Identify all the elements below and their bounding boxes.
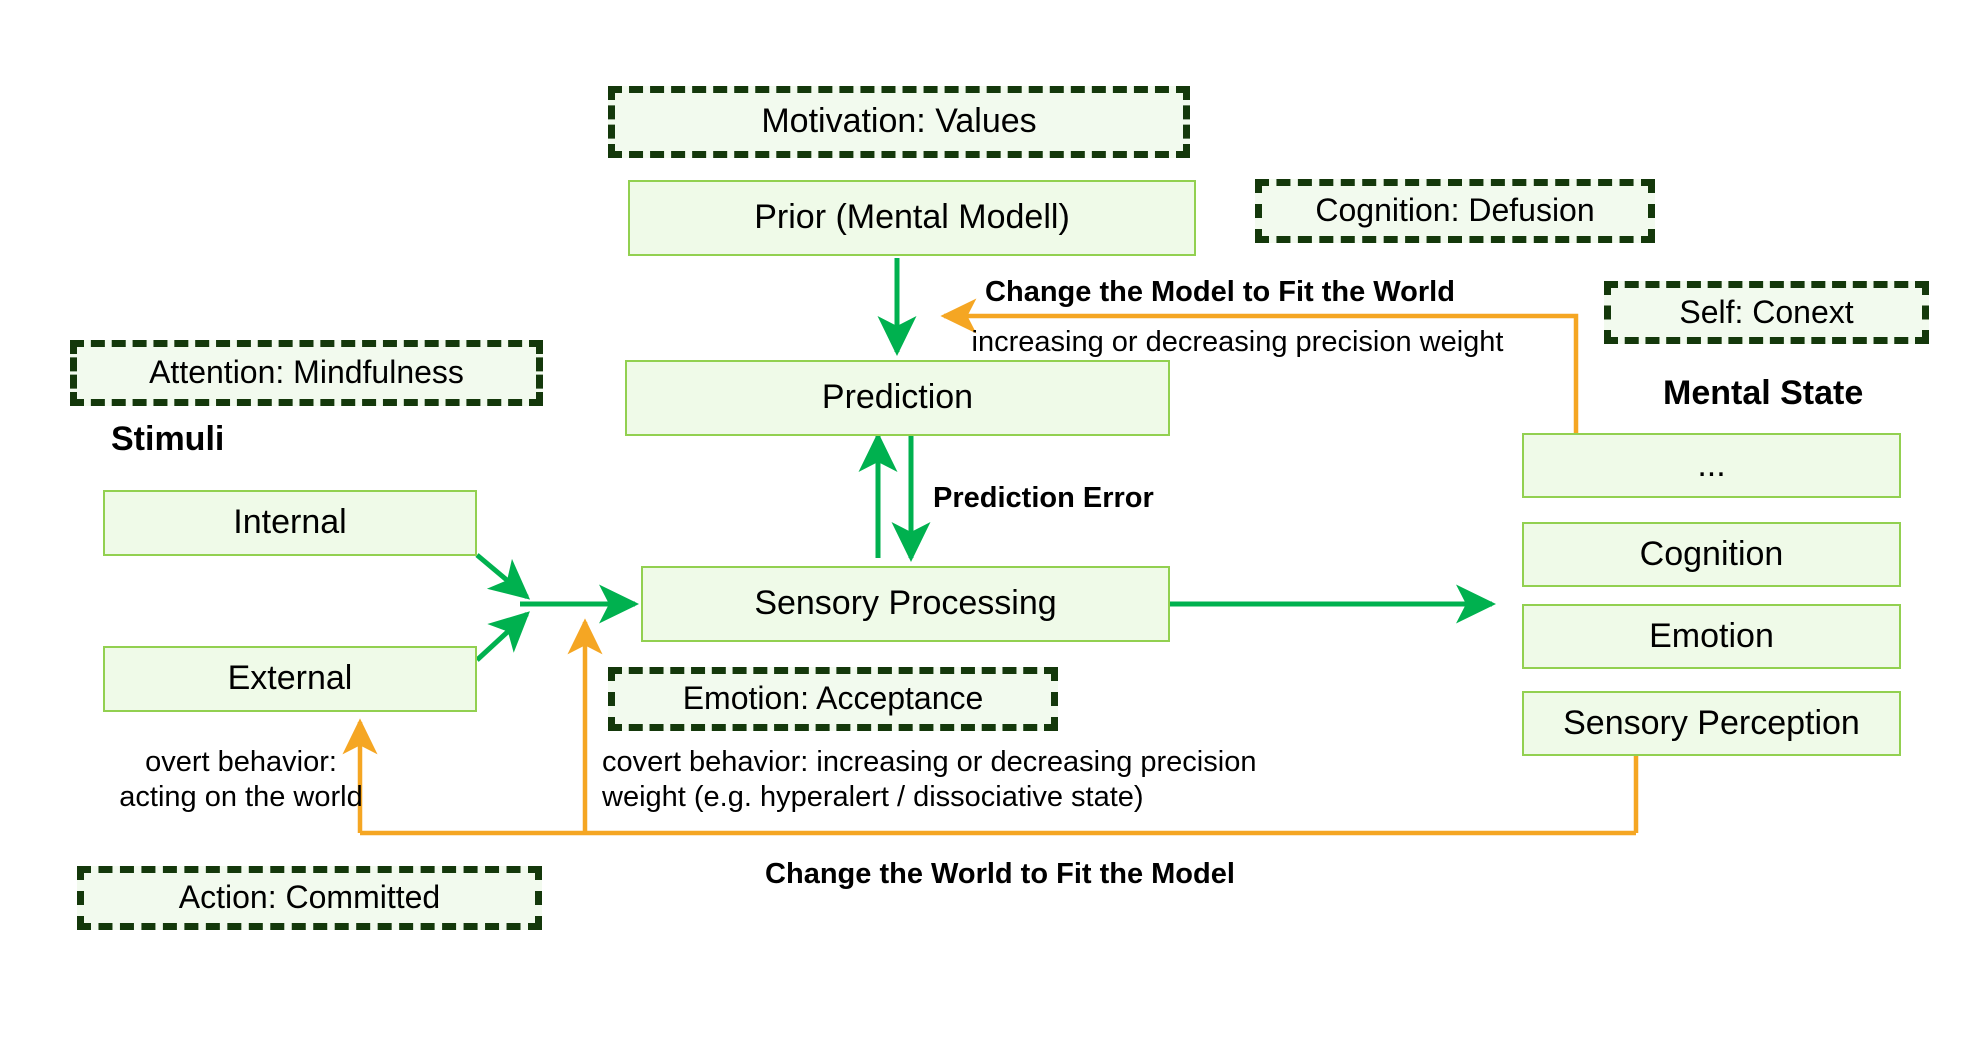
label-emotion-acceptance[interactable]: Emotion: Acceptance <box>608 667 1058 731</box>
box-prior-mental-model[interactable]: Prior (Mental Modell) <box>628 180 1196 256</box>
label-motivation-values-text: Motivation: Values <box>761 102 1037 141</box>
label-self-conext[interactable]: Self: Conext <box>1604 281 1929 344</box>
overt-behavior-line-1: overt behavior: <box>145 746 337 778</box>
box-internal[interactable]: Internal <box>103 490 477 556</box>
label-self-conext-text: Self: Conext <box>1679 293 1854 330</box>
label-motivation-values[interactable]: Motivation: Values <box>608 86 1190 158</box>
box-prior-mental-model-text: Prior (Mental Modell) <box>754 198 1070 237</box>
annotation-change-world: Change the World to Fit the Model <box>765 858 1235 890</box>
box-sensory-processing-text: Sensory Processing <box>754 584 1057 623</box>
arrow-internal-to-junction <box>475 553 531 600</box>
box-mental-state-sensory-perception[interactable]: Sensory Perception <box>1522 691 1901 756</box>
box-sensory-processing[interactable]: Sensory Processing <box>641 566 1170 642</box>
annotation-covert-behavior-line-2: weight (e.g. hyperalert / dissociative s… <box>602 781 1144 813</box>
label-attention-mindfulness[interactable]: Attention: Mindfulness <box>70 340 543 406</box>
box-mental-state-emotion[interactable]: Emotion <box>1522 604 1901 669</box>
overt-behavior-line-2: acting on the world <box>119 781 363 813</box>
annotation-prediction-error: Prediction Error <box>933 482 1154 514</box>
box-internal-text: Internal <box>233 503 347 542</box>
box-mental-state-cognition-text: Cognition <box>1639 534 1784 573</box>
label-attention-mindfulness-text: Attention: Mindfulness <box>149 354 464 391</box>
annotation-covert-behavior-line-1: covert behavior: increasing or decreasin… <box>602 746 1257 778</box>
box-mental-state-emotion-text: Emotion <box>1649 616 1774 655</box>
box-mental-state-ellipsis-text: ... <box>1697 445 1726 484</box>
stimuli-heading: Stimuli <box>111 420 225 458</box>
label-cognition-defusion[interactable]: Cognition: Defusion <box>1255 179 1655 243</box>
mental-state-heading: Mental State <box>1663 374 1864 412</box>
box-prediction-text: Prediction <box>821 378 974 417</box>
arrow-external-to-junction <box>475 611 530 662</box>
box-external-text: External <box>227 659 353 698</box>
annotation-change-model: Change the Model to Fit the World <box>985 276 1455 308</box>
label-action-committed-text: Action: Committed <box>178 879 441 916</box>
annotation-precision-weight: increasing or decreasing precision weigh… <box>971 326 1504 358</box>
box-external[interactable]: External <box>103 646 477 712</box>
box-mental-state-ellipsis[interactable]: ... <box>1522 433 1901 498</box>
box-mental-state-sensory-perception-text: Sensory Perception <box>1563 703 1860 742</box>
label-cognition-defusion-text: Cognition: Defusion <box>1315 192 1595 229</box>
box-mental-state-cognition[interactable]: Cognition <box>1522 522 1901 587</box>
label-action-committed[interactable]: Action: Committed <box>77 866 542 930</box>
label-emotion-acceptance-text: Emotion: Acceptance <box>682 680 984 717</box>
box-prediction[interactable]: Prediction <box>625 360 1170 436</box>
